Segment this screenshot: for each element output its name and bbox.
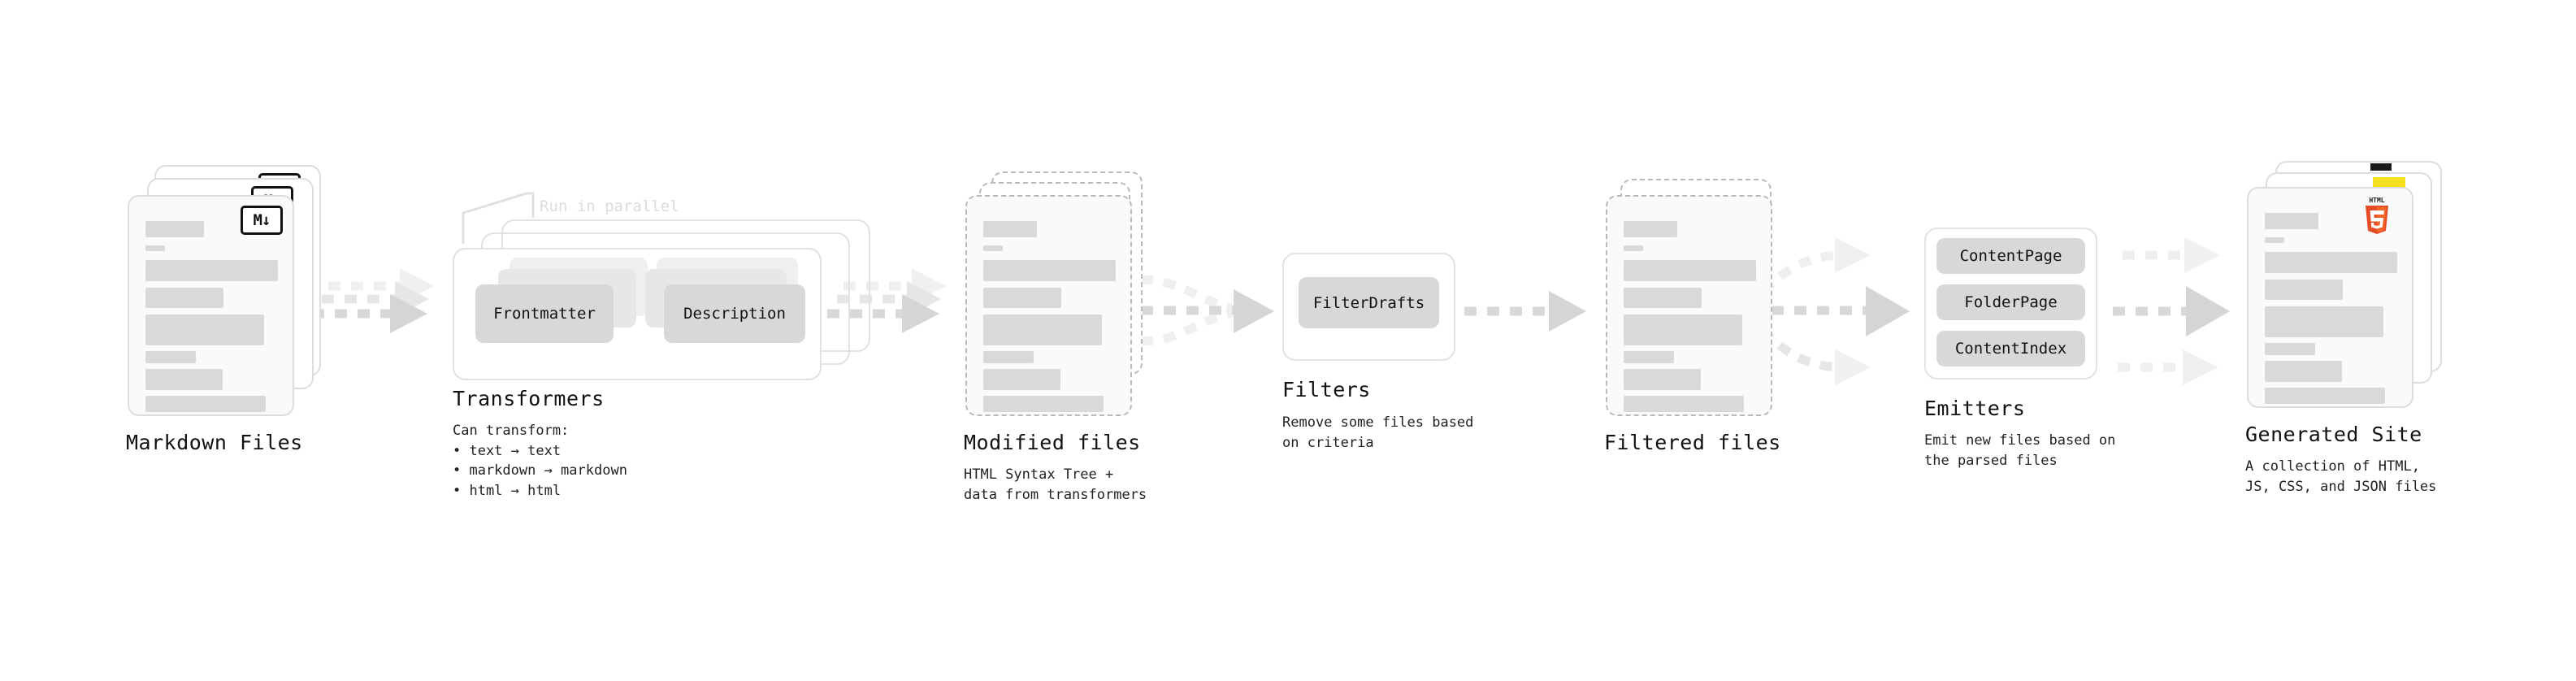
doc-bar-2	[983, 288, 1061, 308]
chip-contentpage[interactable]: ContentPage	[1936, 238, 2085, 274]
doc-bar-title	[983, 221, 1037, 237]
doc-bar-4	[145, 351, 196, 363]
doc-bar-title	[145, 221, 204, 237]
run-in-parallel-label: Run in parallel	[540, 197, 679, 215]
filtered-card-front	[1606, 195, 1772, 416]
doc-bar-4	[983, 351, 1034, 363]
label-generated-site: Generated Site	[2245, 423, 2422, 446]
doc-bar-1	[145, 260, 278, 281]
label-filtered-files: Filtered files	[1604, 431, 1781, 454]
chip-folderpage[interactable]: FolderPage	[1936, 284, 2085, 320]
doc-bar-title	[1624, 221, 1677, 237]
arrow-markdown-to-transformers	[312, 268, 434, 333]
doc-bar-1	[983, 260, 1116, 281]
doc-bar-5	[1624, 369, 1701, 390]
doc-bar-title	[2265, 213, 2318, 229]
doc-bar-3	[2265, 306, 2383, 337]
sublabel-transformers: Can transform: • text → text • markdown …	[453, 423, 627, 499]
sublabel-emitters: Emit new files based on the parsed files	[1924, 432, 2116, 469]
label-markdown-files: Markdown Files	[126, 431, 303, 454]
arrow-filters-to-filtered	[1464, 291, 1586, 332]
sublabel-modified-files: HTML Syntax Tree + data from transformer…	[964, 466, 1147, 503]
label-modified-files: Modified files	[964, 431, 1141, 454]
doc-bar-5	[145, 369, 223, 390]
modified-card-front	[965, 195, 1132, 416]
doc-bar-6	[983, 396, 1104, 412]
doc-bar-1	[1624, 260, 1756, 281]
doc-bar-6	[145, 396, 266, 412]
chip-description[interactable]: Description	[664, 284, 805, 343]
doc-bar-3	[145, 314, 264, 345]
chip-filterdrafts[interactable]: FilterDrafts	[1299, 277, 1439, 328]
markdown-icon-front: M↓	[241, 206, 283, 235]
label-filters: Filters	[1282, 378, 1371, 401]
doc-bar-sub	[145, 245, 165, 251]
doc-bar-sub	[2265, 237, 2284, 243]
doc-bar-4	[2265, 343, 2315, 355]
doc-bar-5	[983, 369, 1060, 390]
label-transformers: Transformers	[453, 387, 605, 410]
doc-bar-sub	[1624, 245, 1643, 251]
doc-bar-3	[1624, 314, 1742, 345]
arrow-emitters-to-site	[2113, 237, 2230, 385]
doc-bar-1	[2265, 252, 2397, 273]
sublabel-generated-site: A collection of HTML, JS, CSS, and JSON …	[2245, 458, 2437, 495]
sublabel-filters: Remove some files based on criteria	[1282, 414, 1474, 451]
html5-icon: HTML	[2361, 195, 2393, 236]
chip-frontmatter[interactable]: Frontmatter	[475, 284, 614, 343]
label-emitters: Emitters	[1924, 397, 2026, 420]
doc-bar-2	[2265, 280, 2343, 300]
markdown-card-front	[128, 195, 294, 416]
doc-bar-2	[1624, 288, 1702, 308]
doc-bar-5	[2265, 361, 2342, 382]
doc-bar-4	[1624, 351, 1674, 363]
doc-bar-3	[983, 314, 1102, 345]
doc-bar-6	[1624, 396, 1744, 412]
doc-bar-2	[145, 288, 223, 308]
chip-contentindex[interactable]: ContentIndex	[1936, 331, 2085, 367]
svg-text:HTML: HTML	[2369, 197, 2384, 204]
doc-bar-sub	[983, 245, 1003, 251]
arrow-modified-to-filters	[1140, 275, 1274, 346]
doc-bar-6	[2265, 388, 2385, 404]
